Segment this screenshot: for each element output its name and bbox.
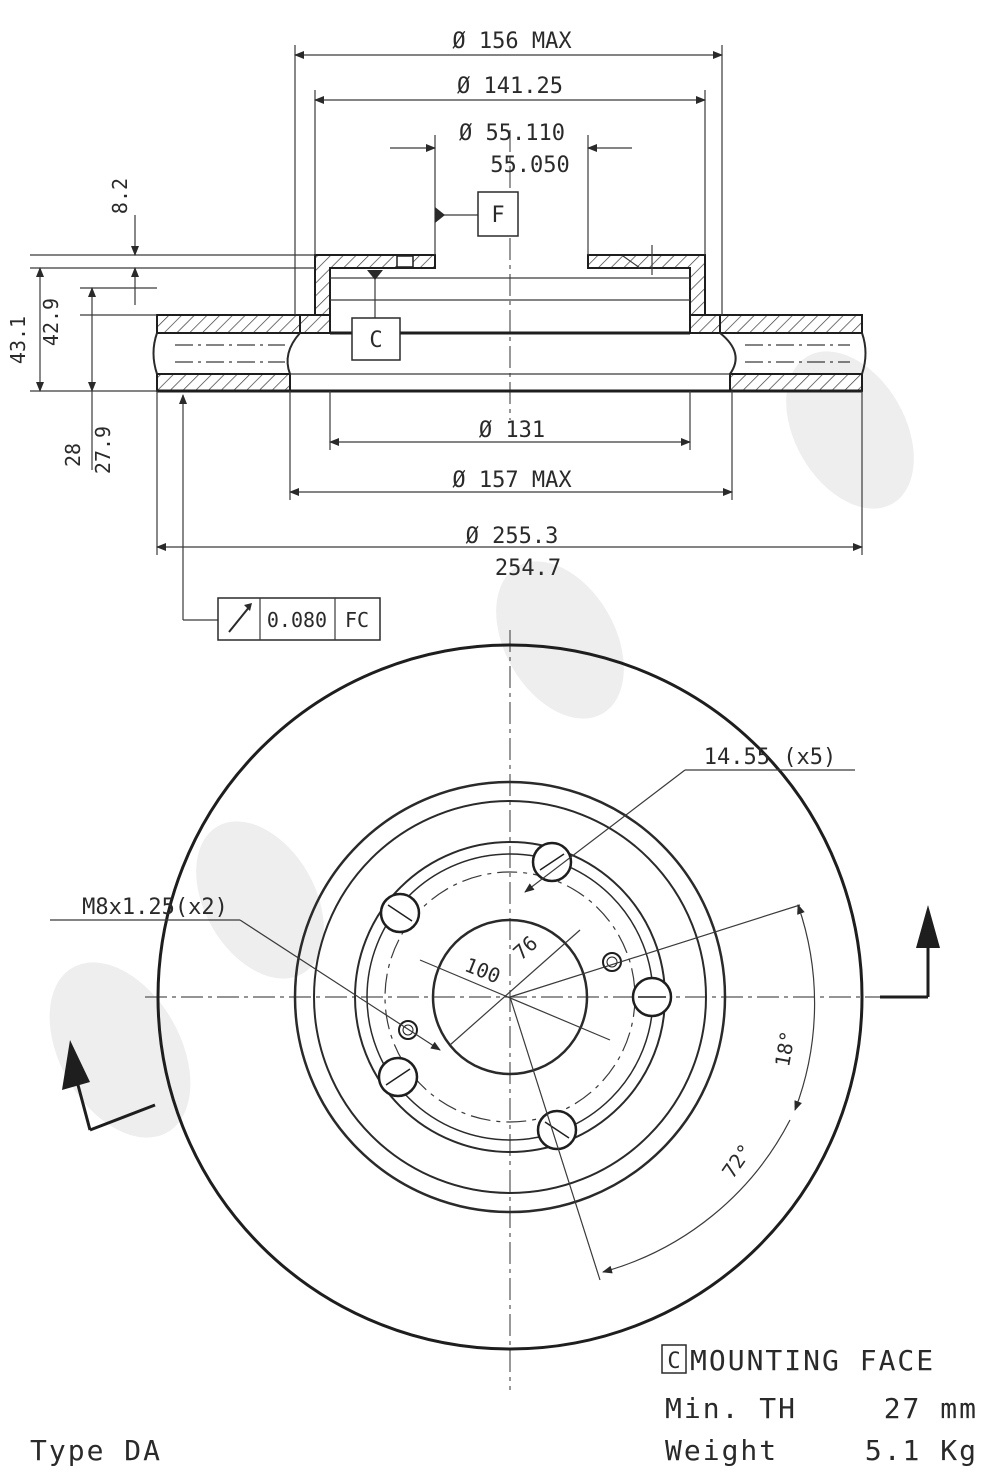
section-arrow-left (62, 1040, 156, 1132)
cross-section (30, 45, 867, 555)
dim-height-min: 42.9 (39, 298, 63, 346)
min-th-label: Min. TH (665, 1392, 797, 1425)
datum-f-label: F (491, 203, 504, 228)
friction-ring-top-right (719, 314, 863, 334)
datum-f: F (435, 191, 519, 237)
weight-label: Weight (665, 1434, 778, 1467)
front-view (50, 630, 940, 1390)
bolt-hole (377, 1056, 419, 1098)
dim-d55-max: Ø 55.110 (459, 121, 565, 146)
bolt-hole (379, 892, 421, 934)
section-arrow-right (880, 905, 940, 999)
dim-d156-max: Ø 156 MAX (452, 29, 572, 54)
friction-ring-bottom-right (729, 373, 863, 392)
tolerance-datum: FC (345, 608, 369, 632)
bolt-holes (377, 841, 673, 1151)
dim-d141: Ø 141.25 (457, 74, 563, 99)
mounting-face-label: MOUNTING FACE (690, 1344, 935, 1377)
hub-top-right (587, 254, 706, 316)
type-label: Type DA (30, 1434, 162, 1467)
datum-c-label: C (369, 328, 382, 353)
bolt-hole-callout: 14.55 (x5) (704, 745, 836, 770)
mounting-face-symbol: C (667, 1349, 680, 1374)
outer-disc-circle (156, 643, 864, 1351)
dim-outer-min: 254.7 (495, 556, 561, 581)
notes-block: C MOUNTING FACE Min. TH 27 mm Weight 5.1… (30, 1344, 978, 1467)
section-dimension-labels: Ø 156 MAX Ø 141.25 Ø 55.110 55.050 8.2 4… (6, 29, 572, 581)
dim-height-max: 43.1 (6, 316, 30, 364)
dim-d55-min: 55.050 (490, 153, 569, 178)
dim-d157-max: Ø 157 MAX (452, 468, 572, 493)
weight-value: 5.1 Kg (865, 1434, 978, 1467)
pcd-100-label: 100 (461, 953, 503, 989)
bolt-hole (631, 976, 673, 1018)
angle-18-label: 18° (770, 1029, 800, 1069)
friction-ring-top-left (156, 314, 301, 334)
runout-arrow-icon (228, 603, 252, 633)
inner-friction-circle (293, 780, 727, 1214)
center-bore (431, 918, 589, 1076)
thread-callout: M8x1.25(x2) (82, 895, 228, 920)
hub-wall-right (689, 314, 721, 334)
min-th-value: 27 mm (884, 1392, 978, 1425)
pcd-76-label: 76 (508, 931, 542, 965)
datum-c: C (351, 270, 401, 361)
dim-disc-th-max: 28 (61, 443, 85, 467)
dim-hub-thickness: 8.2 (108, 178, 132, 214)
dim-d131: Ø 131 (479, 418, 545, 443)
friction-ring-bottom-left (156, 373, 291, 392)
hub-wall-left (299, 314, 331, 334)
bolt-hole (531, 841, 573, 883)
bolt-hole (536, 1109, 578, 1151)
tolerance-value: 0.080 (267, 608, 327, 632)
dim-disc-th-min: 27.9 (91, 426, 115, 474)
dim-outer-max: Ø 255.3 (466, 524, 559, 549)
angle-72-label: 72° (717, 1139, 757, 1182)
runout-tolerance: 0.080 FC (179, 394, 381, 641)
